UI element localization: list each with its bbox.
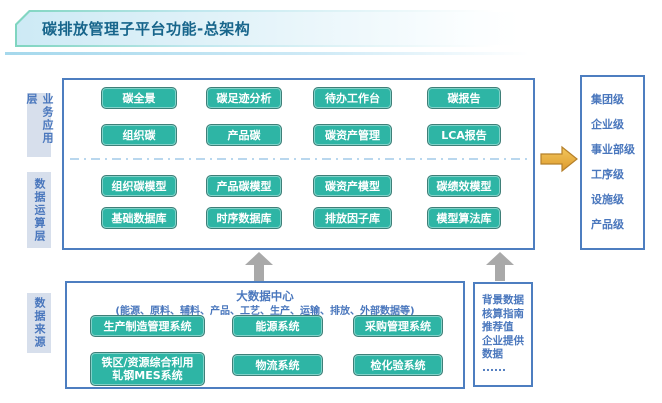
background-data-line: 企业提供 (482, 334, 524, 347)
big-data-center-box: 大数据中心 (能源、原料、辅料、产品、工艺、生产、运输、排放、外部数据等) 生产… (65, 281, 465, 389)
database-chip: 模型算法库 (427, 207, 501, 229)
database-chip: 排放因子库 (313, 207, 392, 229)
level-item: 集团级 (591, 92, 624, 106)
function-chip: 碳资产管理 (313, 124, 392, 146)
level-item: 设施级 (591, 192, 624, 206)
system-chip: 铁区/资源综合利用 轧钢MES系统 (90, 352, 205, 386)
function-chip: 组织碳 (101, 124, 177, 146)
function-chip: 碳报告 (427, 87, 501, 109)
page-title: 碳排放管理子平台功能-总架构 (42, 20, 251, 38)
layer-label-data-source: 数据来源 (27, 293, 51, 353)
title-banner: 碳排放管理子平台功能-总架构 (15, 10, 521, 47)
up-arrow-icon (486, 252, 514, 281)
up-arrow-icon (245, 252, 273, 281)
background-data-line: 推荐值 (482, 321, 514, 333)
system-chip: 物流系统 (232, 354, 323, 376)
function-chip: 待办工作台 (313, 87, 392, 109)
system-chip: 检化验系统 (353, 354, 443, 376)
model-chip: 组织碳模型 (101, 175, 177, 197)
system-chip: 采购管理系统 (353, 315, 443, 337)
background-data-line: 核算指南 (482, 307, 524, 320)
granularity-levels-box: 集团级 企业级 事业部级 工序级 设施级 产品级 (580, 75, 645, 250)
layer-label-data-computing: 数据运算层 (27, 172, 51, 248)
layer-label-business-application: 业务应用层 (25, 93, 54, 157)
right-arrow-icon (540, 145, 578, 173)
function-chip: 碳足迹分析 (206, 87, 282, 109)
background-data-line: ...... (482, 361, 506, 374)
system-chip: 能源系统 (232, 315, 323, 337)
level-item: 工序级 (591, 167, 624, 181)
level-item: 企业级 (591, 117, 624, 131)
banner-fill (17, 12, 519, 45)
level-item: 产品级 (591, 217, 624, 231)
data-center-subtitle: (能源、原料、辅料、产品、工艺、生产、运输、排放、外部数据等) (115, 306, 415, 317)
model-chip: 产品碳模型 (206, 175, 282, 197)
function-chip: LCA报告 (427, 124, 501, 146)
database-chip: 基础数据库 (101, 207, 177, 229)
header-underline (5, 52, 529, 55)
model-chip: 碳资产模型 (313, 175, 392, 197)
background-data-box: 背景数据 核算指南 推荐值 企业提供 数据 ...... (473, 282, 533, 387)
background-data-line: 数据 (482, 348, 503, 360)
system-chip: 生产制造管理系统 (90, 315, 205, 337)
platform-functions-box: 碳全景 碳足迹分析 待办工作台 碳报告 组织碳 产品碳 碳资产管理 LCA报告 … (62, 78, 535, 250)
function-chip: 碳全景 (101, 87, 177, 109)
function-chip: 产品碳 (206, 124, 282, 146)
model-chip: 碳绩效模型 (427, 175, 501, 197)
data-center-title: 大数据中心 (236, 289, 294, 303)
database-chip: 时序数据库 (206, 207, 282, 229)
background-data-line: 背景数据 (482, 294, 524, 306)
dash-dot-divider (70, 158, 531, 160)
level-item: 事业部级 (591, 142, 635, 156)
